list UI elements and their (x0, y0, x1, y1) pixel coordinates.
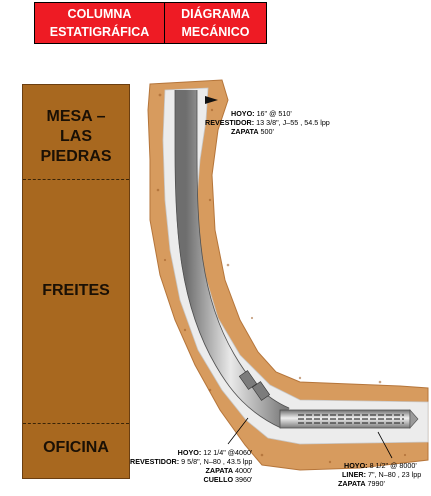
formation-boundary-2 (23, 423, 129, 424)
header-col2-line1: DIÁGRAMA (181, 7, 250, 21)
leader-line-bottom (377, 431, 393, 459)
header-col1-line2: ESTATIGRÁFICA (49, 25, 150, 39)
liner-shoe-marker (409, 409, 419, 429)
stratigraphic-column: MESA – LAS PIEDRAS FREITES OFICINA (22, 84, 130, 479)
header-col2-line2: MECÁNICO (181, 25, 250, 39)
annotation-liner: HOYO: 8 1/2" @ 8000' LINER: 7", N–80 , 2… (338, 461, 422, 488)
casing-outline-left (174, 90, 282, 429)
formation-freites: FREITES (42, 282, 110, 299)
header-stratigraphic-column: COLUMNA ESTATIGRÁFICA (34, 2, 165, 44)
header-col1-line1: COLUMNA (67, 7, 132, 21)
top-shoe-marker (205, 96, 218, 104)
casing-shoe (238, 370, 271, 401)
formation-mesa-las-piedras: MESA – LAS PIEDRAS (40, 108, 112, 165)
formation-oficina: OFICINA (43, 439, 109, 456)
formation-boundary-1 (23, 179, 129, 180)
annotation-intermediate-casing: HOYO: 12 1/4" @4060' REVESTIDOR: 9 5/8",… (130, 448, 253, 484)
annotation-top-casing: HOYO: 16" @ 510' REVESTIDOR: 13 3/8", J–… (205, 109, 330, 136)
leader-line-middle (227, 417, 249, 445)
liner-slots (298, 414, 404, 424)
header-mechanical-diagram: DIÁGRAMA MECÁNICO (164, 2, 267, 44)
rock-texture (156, 93, 407, 464)
casing-string (175, 90, 290, 429)
